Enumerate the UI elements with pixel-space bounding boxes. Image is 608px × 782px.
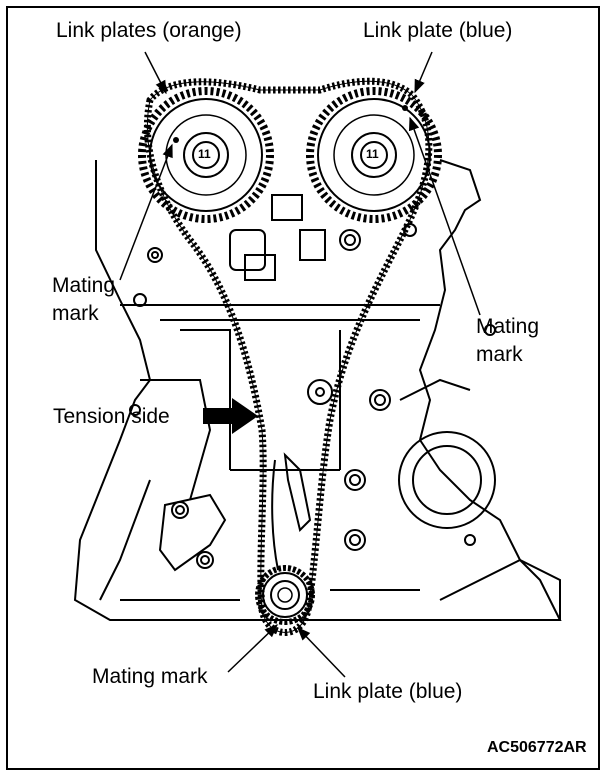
tension-side-arrow [203,398,258,434]
label-mating-mark-left-line2: mark [52,302,99,325]
right-camshaft-sprocket [306,87,442,223]
tensioner [158,493,227,572]
label-mating-mark-right-line1: Mating [476,315,540,338]
chain-guides [271,452,312,571]
left-camshaft-mark: 11 [198,147,211,161]
label-mating-mark-right-line2: mark [476,343,523,366]
label-link-plate-blue-bottom: Link plate (blue) [313,680,463,703]
label-tension-side: Tension side [53,405,170,428]
figure-frame [6,6,600,770]
figure-code: AC506772AR [487,739,587,756]
right-camshaft-mark: 11 [366,147,379,161]
block-bolts [129,223,496,569]
label-mating-mark-bottom: Mating mark [92,665,208,688]
label-mating-mark-left-line1: Mating [52,274,116,297]
leader-lines [119,51,481,678]
label-link-plate-blue-top: Link plate (blue) [363,19,513,42]
crankcase-right-circle [398,431,496,529]
timing-chain [143,77,433,636]
label-link-plates-orange: Link plates (orange) [56,19,242,42]
